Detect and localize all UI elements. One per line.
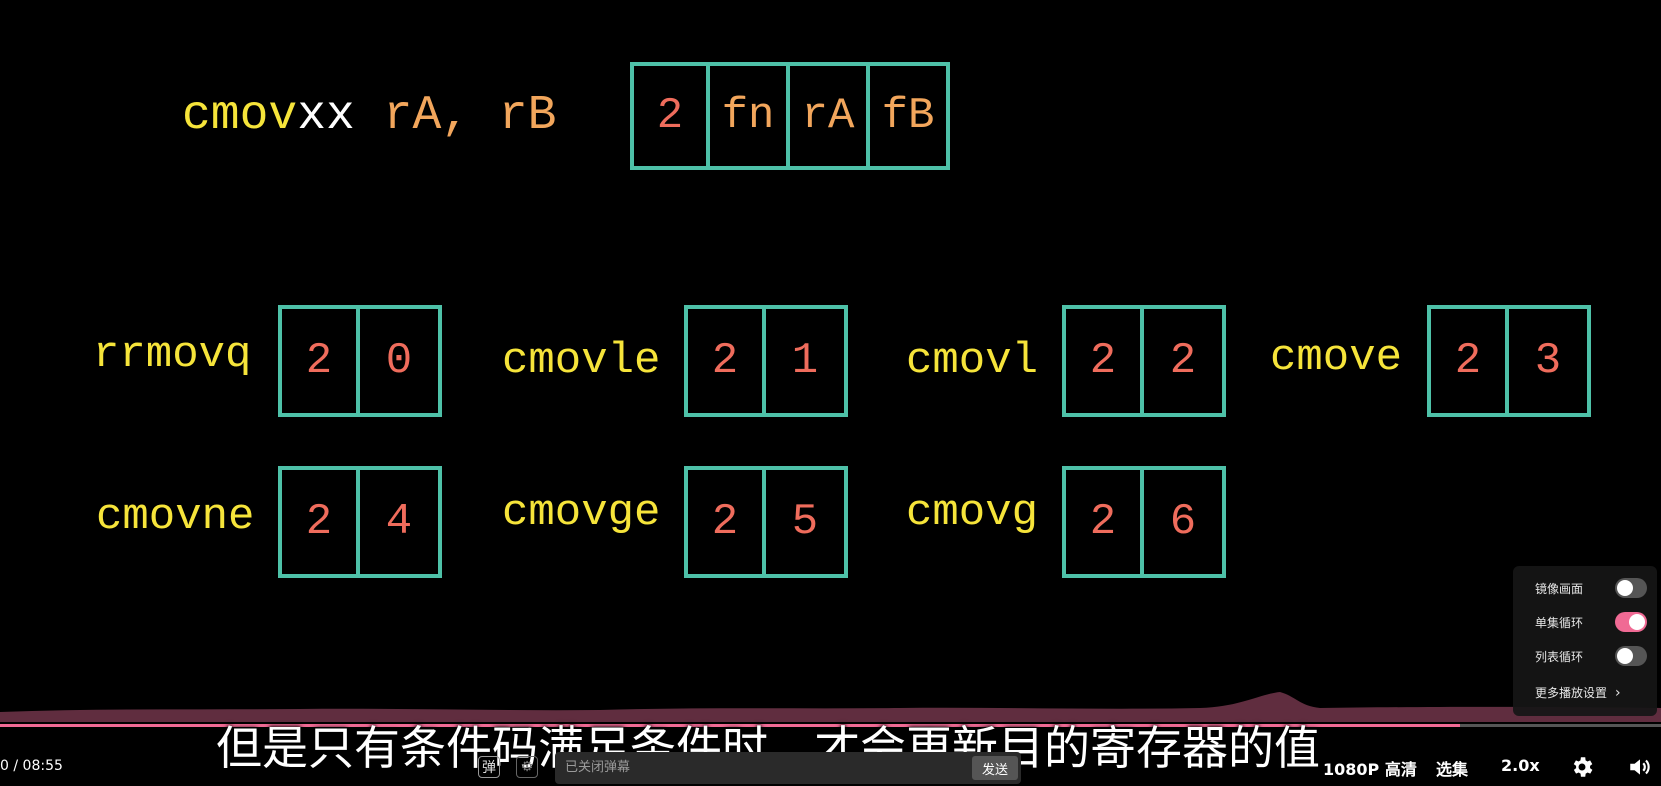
code-cell: 2 bbox=[684, 305, 766, 417]
single-loop-setting[interactable]: 单集循环 bbox=[1535, 610, 1647, 634]
playback-settings-menu: 镜像画面 单集循环 列表循环 更多播放设置 › bbox=[1513, 566, 1657, 716]
time-current: 0 bbox=[0, 758, 9, 774]
code-cell: 2 bbox=[1144, 305, 1226, 417]
code-cell: 2 bbox=[684, 466, 766, 578]
single-loop-toggle[interactable] bbox=[1615, 612, 1647, 632]
list-loop-toggle[interactable] bbox=[1615, 646, 1647, 666]
code-cell: 3 bbox=[1509, 305, 1591, 417]
instruction-code: 2 5 bbox=[684, 466, 848, 578]
code-cell: 2 bbox=[1062, 305, 1144, 417]
mirror-label: 镜像画面 bbox=[1535, 581, 1584, 596]
encoding-boxes: 2 fn rA fB bbox=[630, 62, 950, 170]
encoding-cell: rA bbox=[790, 62, 870, 170]
instruction-name: cmovg bbox=[906, 488, 1039, 538]
instruction-code: 2 4 bbox=[278, 466, 442, 578]
gear-icon[interactable] bbox=[1569, 754, 1595, 780]
encoding-cell: fB bbox=[870, 62, 950, 170]
speed-button[interactable]: 2.0x bbox=[1501, 756, 1540, 775]
code-cell: 2 bbox=[278, 466, 360, 578]
instruction-name: cmove bbox=[1270, 333, 1403, 383]
instruction-name: cmovle bbox=[502, 336, 661, 386]
speaker-icon[interactable] bbox=[1627, 754, 1653, 780]
code-cell: 2 bbox=[1427, 305, 1509, 417]
episodes-button[interactable]: 选集 bbox=[1436, 760, 1469, 779]
more-settings-label: 更多播放设置 bbox=[1535, 686, 1608, 700]
instruction-code: 2 6 bbox=[1062, 466, 1226, 578]
encoding-cell: 2 bbox=[630, 62, 710, 170]
send-button[interactable]: 发送 bbox=[972, 756, 1018, 780]
code-cell: 6 bbox=[1144, 466, 1226, 578]
instruction-code: 2 0 bbox=[278, 305, 442, 417]
more-settings-link[interactable]: 更多播放设置 › bbox=[1535, 684, 1621, 701]
time-separator: / bbox=[13, 758, 19, 774]
operands: rA, rB bbox=[354, 89, 557, 143]
instruction-name: cmovne bbox=[96, 492, 255, 542]
progress-bar[interactable] bbox=[0, 724, 1661, 727]
instruction-name: cmovge bbox=[502, 488, 661, 538]
mirror-setting[interactable]: 镜像画面 bbox=[1535, 576, 1647, 600]
quality-button[interactable]: 1080P 高清 bbox=[1323, 760, 1417, 779]
encoding-cell: fn bbox=[710, 62, 790, 170]
code-cell: 5 bbox=[766, 466, 848, 578]
code-cell: 2 bbox=[1062, 466, 1144, 578]
instruction-name: cmovl bbox=[906, 336, 1039, 386]
progress-remaining[interactable] bbox=[1460, 724, 1661, 727]
list-loop-setting[interactable]: 列表循环 bbox=[1535, 644, 1647, 668]
time-total: 08:55 bbox=[22, 758, 63, 774]
instruction-code: 2 2 bbox=[1062, 305, 1226, 417]
chevron-right-icon: › bbox=[1615, 684, 1621, 701]
mirror-toggle[interactable] bbox=[1615, 578, 1647, 598]
instruction-code: 2 1 bbox=[684, 305, 848, 417]
code-cell: 4 bbox=[360, 466, 442, 578]
code-cell: 2 bbox=[278, 305, 360, 417]
code-cell: 0 bbox=[360, 305, 442, 417]
instruction-code: 2 3 bbox=[1427, 305, 1591, 417]
header-instruction: cmovxx rA, rB bbox=[182, 86, 556, 146]
danmu-input[interactable]: 已关闭弹幕 bbox=[555, 752, 1021, 784]
heatmap-waveform[interactable] bbox=[0, 690, 1661, 722]
danmu-toggle-icon[interactable]: 弹 bbox=[478, 756, 500, 778]
single-loop-label: 单集循环 bbox=[1535, 615, 1584, 630]
mnemonic-keyword: cmov bbox=[182, 89, 298, 143]
code-cell: 1 bbox=[766, 305, 848, 417]
time-display: 0 / 08:55 bbox=[0, 758, 63, 774]
danmu-settings-icon[interactable]: ⚙ bbox=[516, 756, 538, 778]
instruction-name: rrmovq bbox=[93, 330, 252, 380]
list-loop-label: 列表循环 bbox=[1535, 649, 1584, 664]
mnemonic-suffix: xx bbox=[297, 89, 355, 143]
